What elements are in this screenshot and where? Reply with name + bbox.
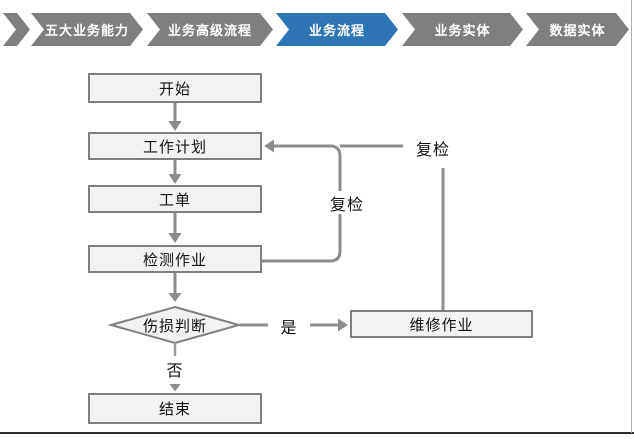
nav-step-business-process[interactable]: 业务流程 bbox=[276, 13, 398, 46]
right-border-rule bbox=[631, 0, 632, 433]
edge-label-yes: 是 bbox=[280, 319, 298, 337]
bottom-border-rule bbox=[0, 432, 634, 434]
nav-step-data-entity[interactable]: 数据实体 bbox=[526, 13, 629, 46]
chevron-lead-icon bbox=[3, 13, 30, 46]
nav-step-label: 数据实体 bbox=[549, 23, 606, 38]
flow-node-work-order: 工单 bbox=[88, 185, 262, 213]
nav-step-five-capabilities[interactable]: 五大业务能力 bbox=[31, 13, 143, 46]
edge-label-recheck-inner: 复检 bbox=[320, 191, 374, 214]
nav-step-business-entity[interactable]: 业务实体 bbox=[402, 13, 523, 46]
flow-node-damage-judgment: 伤损判断 bbox=[142, 317, 207, 335]
flow-node-inspection: 检测作业 bbox=[88, 245, 262, 273]
flow-node-work-plan: 工作计划 bbox=[88, 132, 262, 160]
nav-step-label: 业务实体 bbox=[434, 23, 491, 38]
nav-step-label: 五大业务能力 bbox=[44, 23, 129, 38]
nav-step-label: 业务流程 bbox=[308, 23, 365, 38]
nav-step-high-level-process[interactable]: 业务高级流程 bbox=[147, 13, 273, 46]
flow-node-repair: 维修作业 bbox=[350, 310, 533, 338]
flow-node-start: 开始 bbox=[88, 73, 262, 103]
edge-label-no: 否 bbox=[166, 362, 184, 380]
breadcrumb: 五大业务能力 业务高级流程 业务流程 业务实体 数据实体 bbox=[0, 0, 634, 56]
flow-node-end: 结束 bbox=[88, 393, 262, 424]
edge-label-recheck-outer: 复检 bbox=[415, 141, 450, 159]
nav-step-label: 业务高级流程 bbox=[167, 23, 252, 38]
